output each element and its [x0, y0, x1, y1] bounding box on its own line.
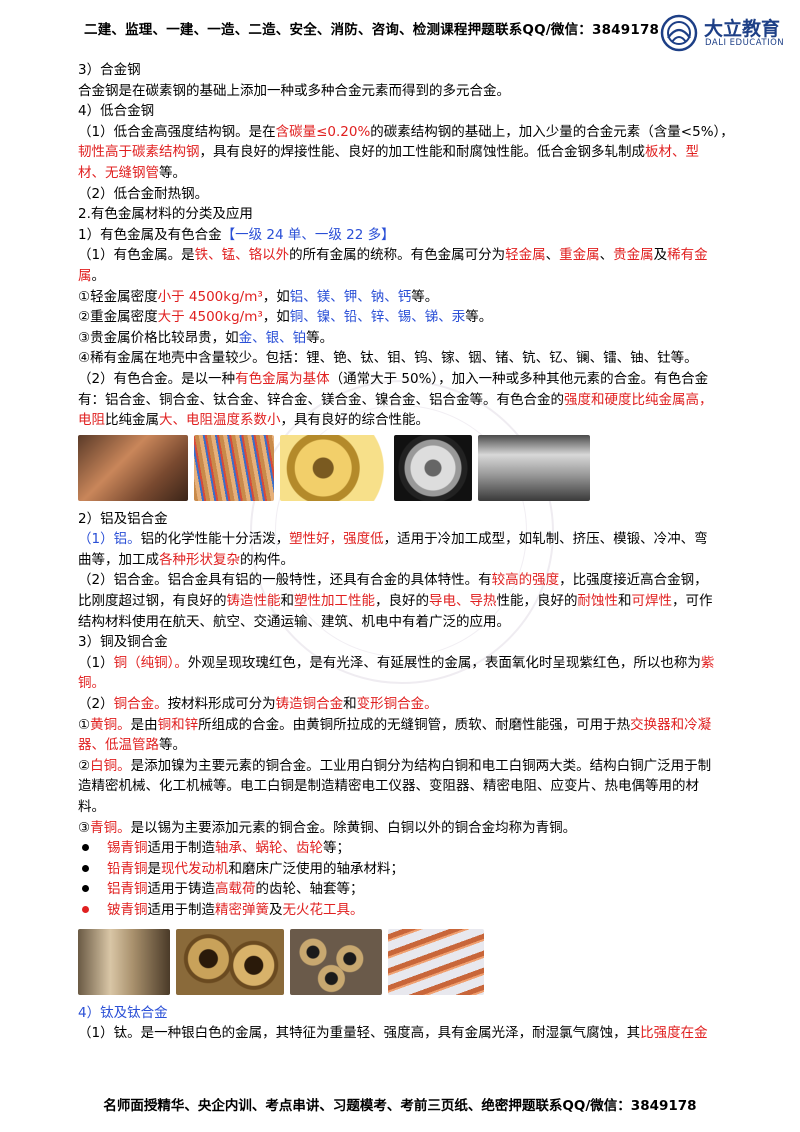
- image-row-copper: [78, 928, 746, 995]
- photo-copper-rods: [78, 434, 188, 501]
- list-item-lead-bronze: 铅青铜是现代发动机和磨床广泛使用的轴承材料；: [78, 859, 746, 880]
- page-header: 二建、监理、一建、一造、二造、安全、消防、咨询、检测课程押题联系QQ/微信：38…: [0, 8, 800, 52]
- para-aluminum-alloy: （2）铝合金。铝合金具有铝的一般特性，还具有合金的具体特性。有较高的强度，比强度…: [78, 572, 713, 630]
- photo-brass-coils: [280, 434, 388, 501]
- para-alloy-steel: 合金钢是在碳素钢的基础上添加一种或多种合金元素而得到的多元合金。: [78, 82, 510, 99]
- list-light-metal: ①轻金属密度小于 4500kg/m³，如铝、镁、钾、钠、钙等。: [78, 288, 439, 305]
- document-body: 3）合金钢 合金钢是在碳素钢的基础上添加一种或多种合金元素而得到的多元合金。 4…: [78, 60, 746, 1044]
- para-copper-alloy: （2）铜合金。按材料形成可分为铸造铜合金和变形铜合金。: [78, 696, 438, 713]
- header-contact-text: 二建、监理、一建、一造、二造、安全、消防、咨询、检测课程押题联系QQ/微信：38…: [84, 22, 660, 38]
- para-pure-copper: （1）铜（纯铜）。外观呈现玫瑰红色，是有光泽、有延展性的金属，表面氧化时呈现紫红…: [78, 654, 715, 692]
- bullet-icon: [82, 864, 89, 872]
- para-aluminum: （1）铝。铝的化学性能十分活泼，塑性好，强度低，适用于冷加工成型，如轧制、挤压、…: [78, 531, 708, 568]
- heading-alloy-steel: 3）合金钢: [78, 62, 141, 78]
- list-precious-metal: ③贵金属价格比较昂贵，如金、银、铂等。: [78, 329, 334, 346]
- photo-bronze-bearings: [176, 928, 284, 995]
- list-rare-metal: ④稀有金属在地壳中含量较少。包括：锂、铯、钛、钼、钨、镓、铟、锗、钪、钇、镧、镭…: [78, 350, 698, 367]
- logo-cn-text: 大立教育: [704, 18, 781, 40]
- bullet-icon: [82, 844, 89, 852]
- para-titanium: （1）钛。是一种银白色的金属，其特征为重量轻、强度高，具有金属光泽，耐湿氯气腐蚀…: [78, 1025, 708, 1042]
- page-footer: 名师面授精华、央企内训、考点串讲、习题模考、考前三页纸、绝密押题联系QQ/微信：…: [103, 1098, 697, 1114]
- image-row-nonferrous: [78, 434, 746, 501]
- heading-nonferrous-metals-alloys: 1）有色金属及有色合金【一级 24 单、一级 22 多】: [78, 226, 395, 243]
- brand-logo: 大立教育 DALI EDUCATION: [660, 14, 790, 54]
- list-item-aluminum-bronze: 铝青铜适用于铸造高载荷的齿轮、轴套等；: [78, 879, 746, 900]
- para-bronze: ③青铜。是以锡为主要添加元素的铜合金。除黄铜、白铜以外的铜合金均称为青铜。: [78, 819, 577, 836]
- photo-bronze-sleeves: [290, 928, 382, 995]
- para-low-alloy-high-strength: （1）低合金高强度结构钢。是在含碳量≤0.20%的碳素结构钢的基础上，加入少量的…: [78, 123, 734, 181]
- photo-copper-spring: [388, 928, 484, 995]
- photo-fuel-tank: [478, 434, 590, 501]
- para-nonferrous-metal: （1）有色金属。是铁、锰、铬以外的所有金属的统称。有色金属可分为轻金属、重金属、…: [78, 247, 708, 284]
- list-item-tin-bronze: 锡青铜适用于制造轴承、蜗轮、齿轮等；: [78, 838, 746, 859]
- para-cupronickel: ②白铜。是添加镍为主要元素的铜合金。工业用白铜分为结构白铜和电工白铜两大类。结构…: [78, 757, 712, 815]
- para-nonferrous-alloy: （2）有色合金。是以一种有色金属为基体（通常大于 50%），加入一种或多种其他元…: [78, 370, 713, 429]
- bullet-icon: [82, 905, 89, 913]
- heading-copper: 3）铜及铜合金: [78, 634, 168, 651]
- photo-alloy-wheel: [394, 434, 472, 501]
- heading-aluminum: 2）铝及铝合金: [78, 510, 168, 527]
- para-brass: ①黄铜。是由铜和锌所组成的合金。由黄铜所拉成的无缝铜管，质软、耐磨性能强，可用于…: [78, 716, 712, 754]
- heading-titanium: 4）钛及钛合金: [78, 1004, 168, 1021]
- list-heavy-metal: ②重金属密度大于 4500kg/m³，如铜、镍、铅、锌、锡、锑、汞等。: [78, 309, 493, 326]
- list-item-beryllium-bronze: 铍青铜适用于制造精密弹簧及无火花工具。: [78, 900, 746, 921]
- heading-low-alloy-steel: 4）低合金钢: [78, 103, 155, 120]
- bullet-icon: [82, 885, 89, 893]
- dali-logo-icon: [660, 14, 698, 52]
- heading-nonferrous: 2.有色金属材料的分类及应用: [78, 206, 253, 223]
- logo-en-text: DALI EDUCATION: [705, 38, 785, 48]
- para-low-alloy-heat-resistant: （2）低合金耐热钢。: [78, 185, 209, 202]
- photo-bronze-bushing: [78, 928, 170, 995]
- photo-wires: [194, 434, 274, 501]
